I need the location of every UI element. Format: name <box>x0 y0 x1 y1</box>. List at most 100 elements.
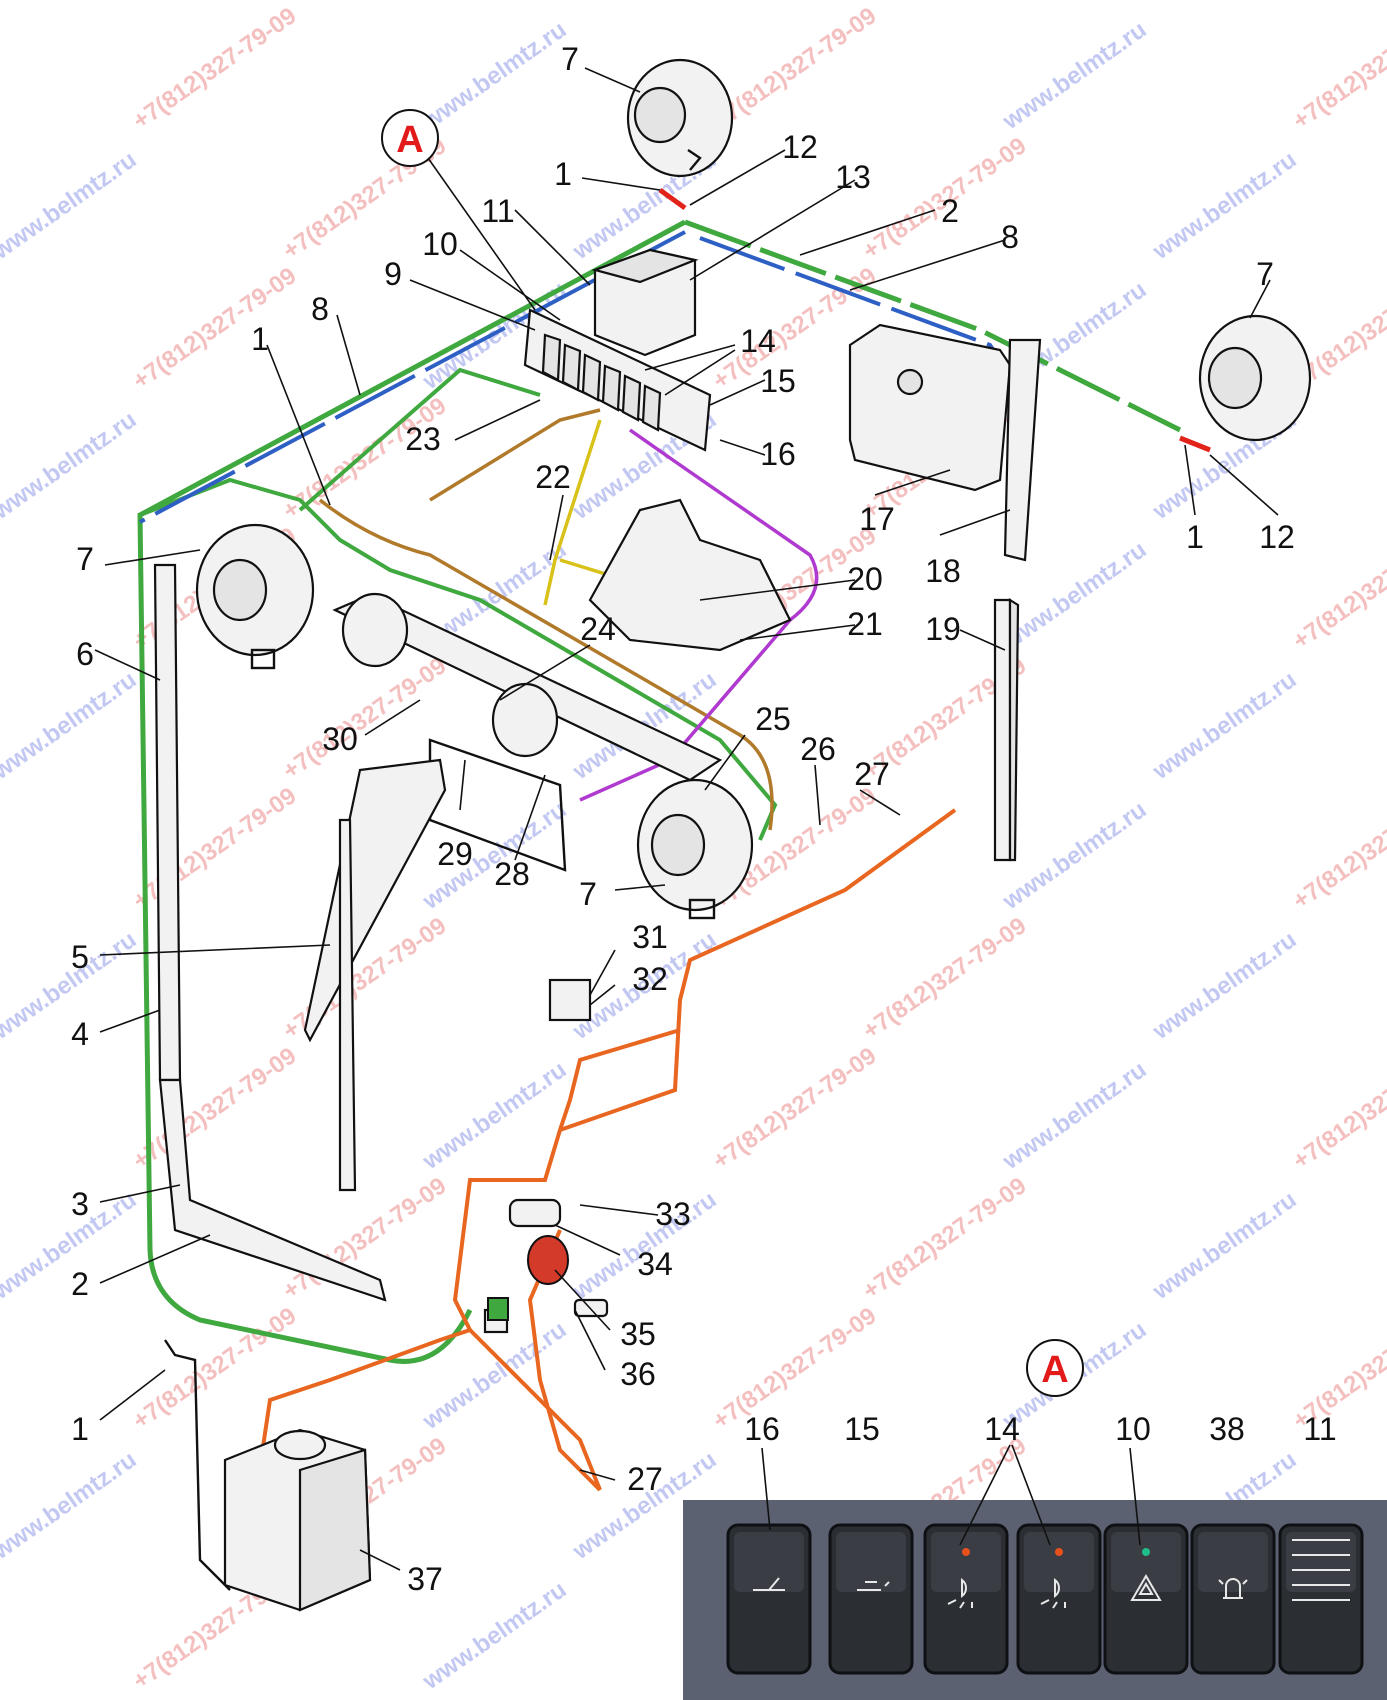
work-light-icon <box>947 1577 973 1609</box>
label-2: 2 <box>941 193 959 229</box>
label-7: 7 <box>1256 256 1274 292</box>
watermark-text: www.belmtz.ru <box>417 1056 571 1175</box>
label-31: 31 <box>632 919 668 955</box>
windshield-wiper <box>303 758 447 1192</box>
watermark-text: +7(812)327-79-09 <box>858 0 1031 5</box>
watermark-text: +7(812)327-79-09 <box>858 912 1031 1045</box>
watermark-text: +7(812)327-79-09 <box>858 1172 1031 1305</box>
wiper-icon <box>753 1577 785 1591</box>
wire-red-right <box>1179 435 1211 453</box>
switch-panel <box>523 308 712 452</box>
label-20: 20 <box>847 561 883 597</box>
watermark-text: www.belmtz.ru <box>417 16 571 135</box>
label-12: 12 <box>782 129 818 165</box>
label-5: 5 <box>71 939 89 975</box>
label-30: 30 <box>322 721 358 757</box>
wiring-harness <box>137 187 1211 1551</box>
watermark-text: www.belmtz.ru <box>997 1056 1151 1175</box>
indicator-led <box>1055 1548 1063 1556</box>
label-16: 16 <box>760 436 796 472</box>
switch-blank-plug <box>1278 1523 1364 1675</box>
work-light-icon <box>1040 1577 1066 1609</box>
label-28: 28 <box>494 856 530 892</box>
label-27: 27 <box>627 1461 663 1497</box>
watermark-text: www.belmtz.ru <box>0 0 141 5</box>
cab-module <box>848 323 1012 492</box>
leader-lines <box>94 67 1279 1571</box>
wire-green-top <box>137 219 687 1364</box>
wire-green-panel <box>298 367 541 512</box>
beacon-icon <box>1218 1578 1248 1599</box>
hazard-triangle-icon <box>1130 1574 1162 1601</box>
label-26: 26 <box>800 731 836 767</box>
label-15: 15 <box>760 363 796 399</box>
wire-green-right <box>684 219 1182 433</box>
label-18: 18 <box>925 553 961 589</box>
label-13: 13 <box>835 159 871 195</box>
label-9: 9 <box>384 256 402 292</box>
relay-box <box>591 248 699 357</box>
watermark-text: +7(812)327-79-09 <box>128 1042 301 1175</box>
label-37: 37 <box>407 1561 443 1597</box>
label-1: 1 <box>554 156 572 192</box>
callout-a-letter: A <box>396 119 423 161</box>
wire-green-rear <box>139 477 778 841</box>
watermark-text: www.belmtz.ru <box>0 1446 141 1565</box>
watermark-text: www.belmtz.ru <box>0 146 141 265</box>
watermark-text: +7(812)327-79-09 <box>1288 782 1387 915</box>
label-21: 21 <box>847 606 883 642</box>
label-10: 10 <box>422 226 458 262</box>
inset-label-10: 10 <box>1115 1411 1151 1447</box>
headlight-top <box>626 58 734 178</box>
label-23: 23 <box>405 421 441 457</box>
watermark-text: +7(812)327-79-09 <box>1288 1042 1387 1175</box>
label-34: 34 <box>637 1246 673 1282</box>
parts-layer <box>153 58 1312 1612</box>
label-27: 27 <box>854 756 890 792</box>
label-32: 32 <box>632 961 668 997</box>
label-12: 12 <box>1259 519 1295 555</box>
label-14: 14 <box>740 323 776 359</box>
switch-wiper <box>726 1523 812 1675</box>
console <box>588 498 792 652</box>
watermark-text: www.belmtz.ru <box>0 406 141 525</box>
label-8: 8 <box>1001 219 1019 255</box>
wire-red-top <box>658 187 687 211</box>
label-29: 29 <box>437 836 473 872</box>
label-35: 35 <box>620 1316 656 1352</box>
watermark-text: www.belmtz.ru <box>997 796 1151 915</box>
label-7: 7 <box>561 41 579 77</box>
label-1: 1 <box>1186 519 1204 555</box>
watermark-text: www.belmtz.ru <box>1147 0 1301 5</box>
label-4: 4 <box>71 1016 89 1052</box>
label-11: 11 <box>481 193 514 229</box>
connectors <box>483 978 609 1334</box>
watermark-text: +7(812)327-79-09 <box>278 0 451 5</box>
watermark-text: +7(812)327-79-09 <box>128 2 301 135</box>
label-7: 7 <box>579 876 597 912</box>
washer-icon <box>857 1581 890 1591</box>
label-25: 25 <box>755 701 791 737</box>
watermark-text: www.belmtz.ru <box>1147 926 1301 1045</box>
label-3: 3 <box>71 1186 89 1222</box>
wire-brown <box>318 408 774 831</box>
label-33: 33 <box>655 1196 691 1232</box>
watermark-text: +7(812)327-79-09 <box>1288 2 1387 135</box>
wire-orange <box>252 808 957 1551</box>
label-22: 22 <box>535 459 571 495</box>
inset-label-16: 16 <box>744 1411 780 1447</box>
rear-bar <box>332 592 723 872</box>
label-36: 36 <box>620 1356 656 1392</box>
watermark-text: www.belmtz.ru <box>417 1316 571 1435</box>
inset-callout-letter: A <box>1041 1349 1068 1391</box>
blank-plug <box>1292 1539 1350 1601</box>
inset-label-11: 11 <box>1303 1411 1336 1447</box>
indicator-led <box>962 1548 970 1556</box>
watermark-text: www.belmtz.ru <box>1147 146 1301 265</box>
watermark-text: www.belmtz.ru <box>997 16 1151 135</box>
switch-work-light <box>923 1523 1009 1675</box>
label-2: 2 <box>71 1266 89 1302</box>
